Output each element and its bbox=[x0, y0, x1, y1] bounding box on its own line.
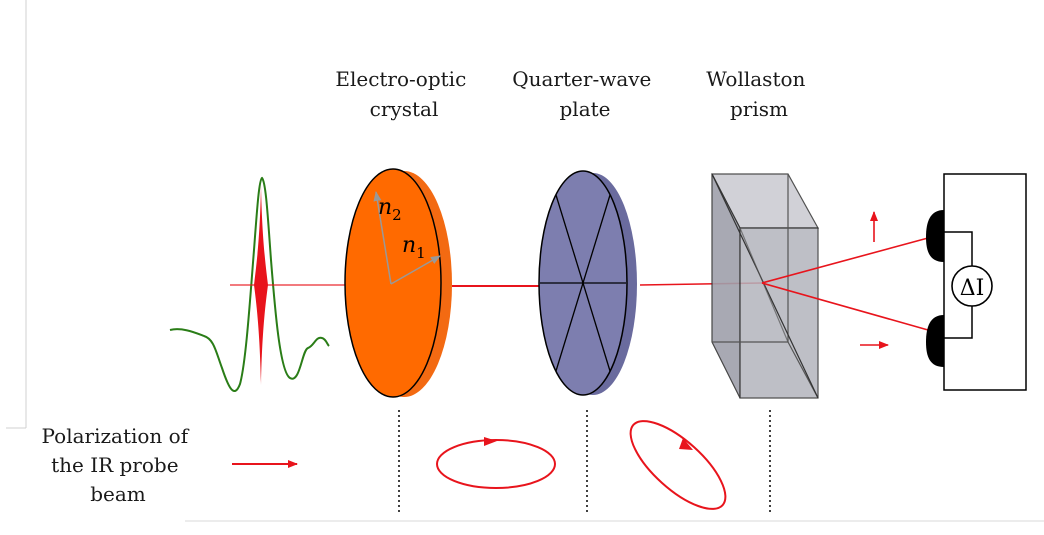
qw-plate bbox=[538, 170, 637, 396]
elliptical-polarization-icon bbox=[629, 420, 727, 510]
n2-axis-arrow bbox=[373, 191, 392, 285]
qw-plate-label: Quarter-wave plate bbox=[512, 67, 658, 121]
n1-axis-arrow bbox=[390, 255, 441, 285]
n1-label: n1 bbox=[402, 233, 426, 262]
delta-i-label: ΔI bbox=[960, 276, 985, 301]
circular-polarization-icon bbox=[436, 437, 556, 489]
wollaston-label: Wollaston prism bbox=[706, 67, 812, 121]
balanced-detector: ΔI bbox=[926, 173, 1027, 391]
thz-waveform bbox=[169, 176, 330, 392]
photodiode-icon bbox=[926, 210, 944, 262]
photodiode-icon bbox=[926, 315, 944, 367]
wollaston-prism bbox=[711, 173, 820, 399]
eo-crystal: n2 n1 bbox=[344, 168, 452, 398]
polarization-label: Polarization of the IR probe beam bbox=[42, 424, 195, 506]
eo-crystal-label: Electro-optic crystal bbox=[335, 67, 472, 121]
split-beam-upper bbox=[761, 237, 929, 284]
n2-label: n2 bbox=[378, 195, 402, 224]
split-beam-lower bbox=[761, 282, 929, 331]
